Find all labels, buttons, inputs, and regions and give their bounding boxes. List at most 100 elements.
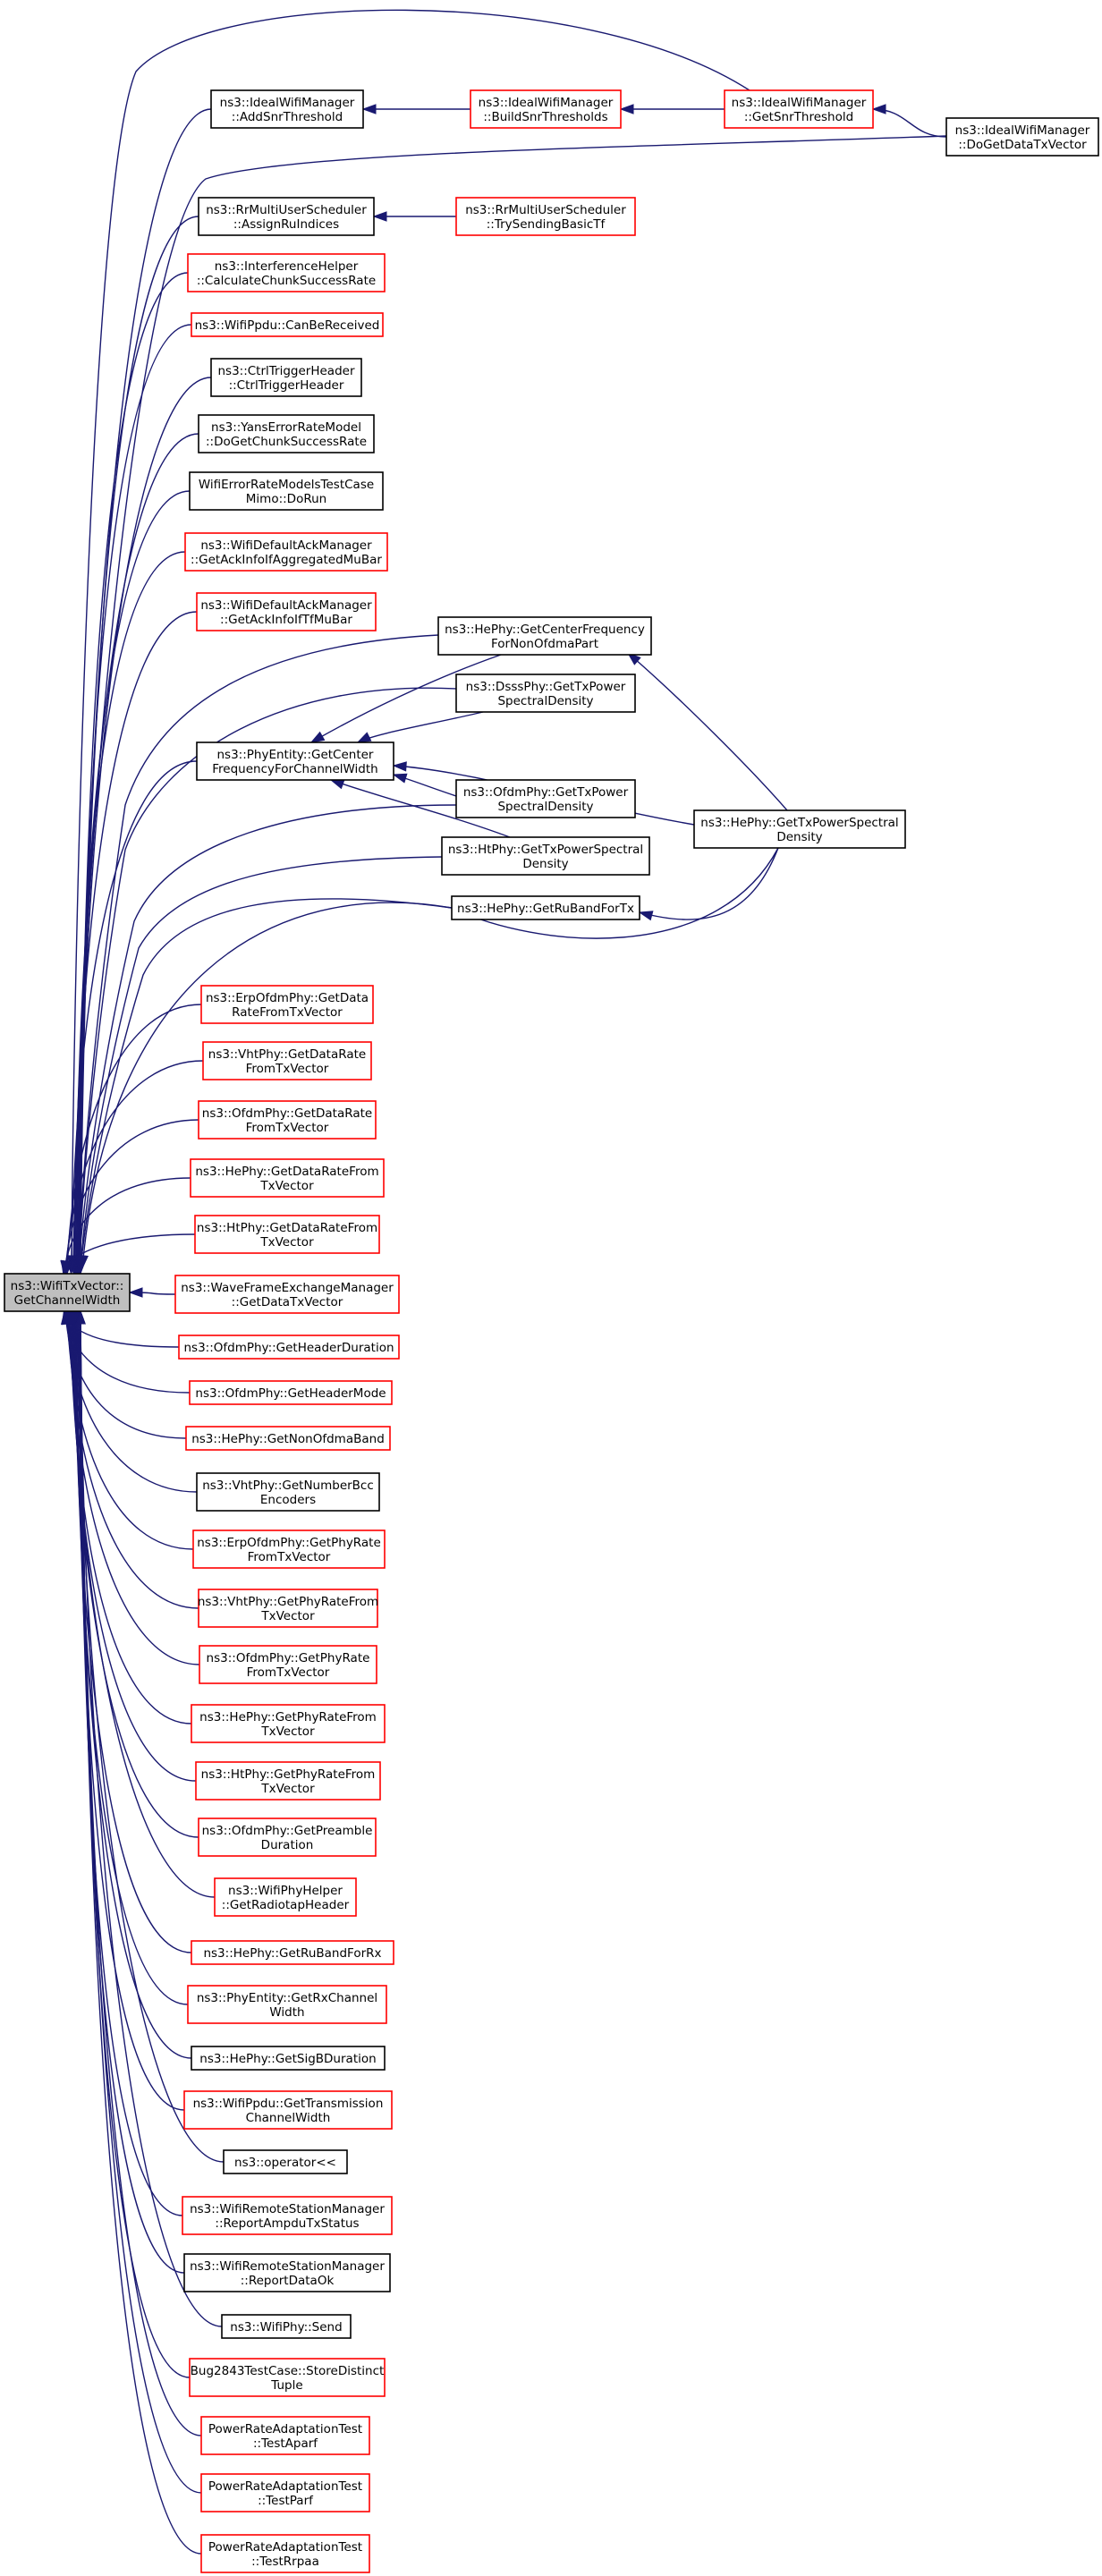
function-node-sig-b[interactable]: ns3::HePhy::GetSigBDuration: [191, 2046, 386, 2071]
function-node-label: ns3::HePhy::GetSigBDuration: [199, 2052, 376, 2066]
call-edge: [372, 211, 457, 222]
function-node-ofdm-hdr-mode[interactable]: ns3::OfdmPhy::GetHeaderMode: [189, 1380, 393, 1405]
function-node-label: WifiErrorRateModelsTestCase: [199, 478, 374, 492]
function-node-label: ns3::YansErrorRateModel: [211, 420, 361, 435]
function-node-label: Density: [522, 857, 568, 871]
function-node-wave[interactable]: ns3::WaveFrameExchangeManager::GetDataTx…: [174, 1275, 400, 1314]
function-node-label: ns3::HtPhy::GetDataRateFrom: [197, 1221, 377, 1235]
function-node-he-center[interactable]: ns3::HePhy::GetCenterFrequencyForNonOfdm…: [437, 616, 652, 656]
call-edge-arrowhead: [309, 731, 326, 743]
function-node-label: FromTxVector: [247, 1665, 330, 1680]
function-node-get-snr[interactable]: ns3::IdealWifiManager::GetSnrThreshold: [724, 89, 874, 129]
function-node-data-ok[interactable]: ns3::WifiRemoteStationManager::ReportDat…: [183, 2253, 391, 2292]
function-node-he-non-ofdma[interactable]: ns3::HePhy::GetNonOfdmaBand: [185, 1426, 391, 1451]
function-node-try-sending[interactable]: ns3::RrMultiUserScheduler::TrySendingBas…: [455, 197, 636, 236]
function-node-label: ns3::DsssPhy::GetTxPower: [466, 680, 626, 694]
function-node-add-snr[interactable]: ns3::IdealWifiManager::AddSnrThreshold: [210, 89, 364, 129]
function-node-label: ns3::IdealWifiManager: [479, 96, 614, 110]
function-node-box: [196, 592, 377, 631]
call-edge-line: [80, 898, 453, 1269]
function-node-ofdm-hdr-dur[interactable]: ns3::OfdmPhy::GetHeaderDuration: [178, 1335, 400, 1360]
function-node-box: [223, 2149, 348, 2174]
function-node-can-be-rx[interactable]: ns3::WifiPpdu::CanBeReceived: [191, 312, 384, 337]
function-node-he-ru-rx[interactable]: ns3::HePhy::GetRuBandForRx: [191, 1940, 394, 1965]
call-edge-arrowhead: [361, 104, 377, 114]
function-node-send[interactable]: ns3::WifiPhy::Send: [221, 2314, 352, 2339]
call-edge-arrowhead: [356, 732, 372, 743]
function-node-radiotap[interactable]: ns3::WifiPhyHelper::GetRadiotapHeader: [214, 1877, 357, 1917]
function-node-phy-center[interactable]: ns3::PhyEntity::GetCenterFrequencyForCha…: [196, 741, 394, 781]
call-edge: [74, 804, 457, 1270]
function-node-rrpaa[interactable]: PowerRateAdaptationTest::TestRrpaa: [200, 2534, 370, 2573]
call-edge-line: [70, 760, 198, 1275]
function-node-box: [455, 779, 636, 818]
function-node-aparf[interactable]: PowerRateAdaptationTest::TestAparf: [200, 2416, 370, 2455]
function-node-build-snr[interactable]: ns3::IdealWifiManager::BuildSnrThreshold…: [470, 89, 622, 129]
function-node-op-shift[interactable]: ns3::operator<<: [223, 2149, 348, 2174]
function-node-label: Mimo::DoRun: [246, 492, 326, 506]
function-node-box: [202, 1041, 372, 1080]
function-node-parf[interactable]: PowerRateAdaptationTest::TestParf: [200, 2473, 370, 2512]
call-edge: [67, 1309, 199, 1838]
call-edge: [66, 760, 198, 1275]
function-node-trans-chan[interactable]: ns3::WifiPpdu::GetTransmissionChannelWid…: [183, 2090, 393, 2130]
call-edge-arrowhead: [128, 1287, 143, 1298]
function-node-box: [187, 253, 386, 292]
function-node-label: ns3::OfdmPhy::GetPhyRate: [207, 1651, 370, 1665]
function-node-label: ns3::WaveFrameExchangeManager: [181, 1281, 394, 1295]
function-node-label: ns3::HePhy::GetNonOfdmaBand: [191, 1432, 385, 1446]
call-edge-line: [78, 804, 457, 1269]
function-node-yans[interactable]: ns3::YansErrorRateModel::DoGetChunkSucce…: [198, 414, 375, 453]
function-node-do-get-data[interactable]: ns3::IdealWifiManager::DoGetDataTxVector: [945, 117, 1099, 157]
call-edge-arrowhead: [329, 779, 345, 790]
function-node-ctrl-trig[interactable]: ns3::CtrlTriggerHeader::CtrlTriggerHeade…: [210, 358, 362, 397]
function-node-box: [945, 117, 1099, 157]
function-node-box: [178, 1335, 400, 1360]
function-node-label: PowerRateAdaptationTest: [208, 2422, 362, 2436]
function-node-label: ::CalculateChunkSuccessRate: [197, 274, 376, 288]
call-edge-line: [75, 1310, 185, 2111]
function-node-box: [455, 674, 636, 713]
function-node-label: ns3::ErpOfdmPhy::GetPhyRate: [197, 1536, 381, 1550]
function-node-box: [221, 2314, 352, 2339]
call-edge-line: [80, 856, 443, 1269]
function-node-ack-mu[interactable]: ns3::WifiDefaultAckManager::GetAckInfoIf…: [184, 532, 388, 572]
function-node-box: [191, 312, 384, 337]
call-edge-line: [330, 779, 511, 838]
function-node-label: ::GetDataTxVector: [232, 1295, 343, 1309]
function-node-ampdu[interactable]: ns3::WifiRemoteStationManager::ReportAmp…: [182, 2196, 393, 2235]
function-node-label: ns3::WifiDefaultAckManager: [200, 538, 372, 553]
function-node-box: [189, 1380, 393, 1405]
function-node-label: ns3::HtPhy::GetTxPowerSpectral: [448, 843, 643, 857]
function-node-box: [183, 2253, 391, 2292]
function-node-he-ru-tx[interactable]: ns3::HePhy::GetRuBandForTx: [451, 895, 640, 920]
call-edge-arrowhead: [871, 104, 886, 114]
function-node-label: ::TrySendingBasicTf: [487, 217, 606, 232]
function-node-label: FromTxVector: [248, 1550, 331, 1564]
function-node-ack-tf[interactable]: ns3::WifiDefaultAckManager::GetAckInfoIf…: [196, 592, 377, 631]
function-node-calc-chunk[interactable]: ns3::InterferenceHelper::CalculateChunkS…: [187, 253, 386, 292]
function-node-label: PowerRateAdaptationTest: [208, 2479, 362, 2494]
call-edge-line: [64, 1177, 191, 1275]
function-node-assign-ru[interactable]: ns3::RrMultiUserScheduler::AssignRuIndic…: [198, 197, 375, 236]
function-node-label: ns3::HePhy::GetDataRateFrom: [195, 1165, 378, 1179]
